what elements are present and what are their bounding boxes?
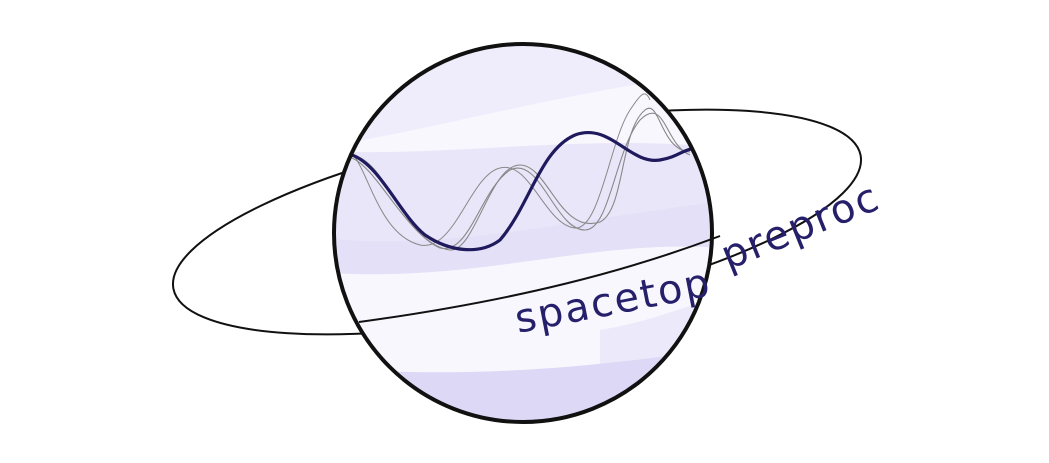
planet-ring-front — [358, 235, 721, 323]
planet-band-bottom — [334, 345, 712, 422]
secondary-waveform-3 — [351, 93, 651, 246]
primary-waveform — [350, 131, 697, 252]
planet-body — [334, 44, 712, 422]
waveform-group — [350, 93, 697, 252]
planet-band-middle-shade — [334, 200, 712, 275]
logo-text-right: preproc — [715, 174, 887, 279]
planet-outline — [332, 42, 714, 424]
secondary-waveform-2 — [351, 107, 691, 251]
planet-band-top — [334, 44, 712, 150]
